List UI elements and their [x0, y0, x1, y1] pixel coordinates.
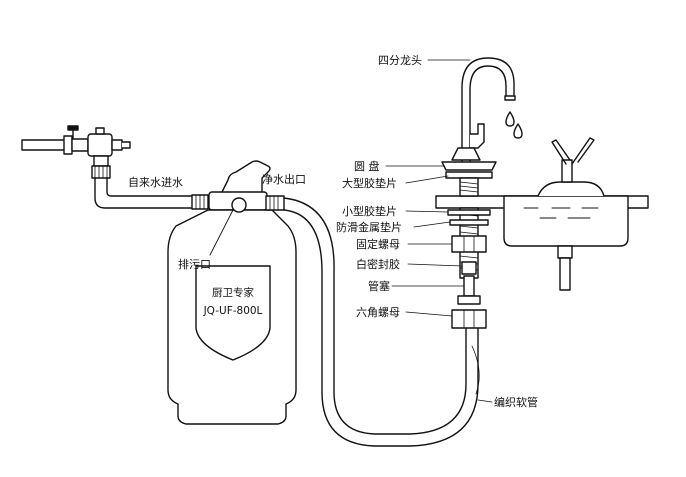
- leader-lines: [385, 59, 493, 403]
- label-small-rubber-gasket: 小型胶垫片: [342, 204, 397, 218]
- label-drain-outlet: 排污口: [178, 257, 211, 271]
- tank-brand-text: 厨卫专家: [212, 286, 254, 299]
- label-large-rubber-gasket: 大型胶垫片: [342, 176, 397, 190]
- label-fixing-nut: 固定螺母: [356, 237, 400, 251]
- label-faucet-type: 四分龙头: [378, 54, 422, 67]
- filter-tank: [167, 160, 297, 425]
- label-clean-water-outlet: 净水出口: [262, 172, 306, 186]
- label-round-plate: 圆 盘: [354, 159, 380, 173]
- label-anti-slip-metal-gasket: 防滑金属垫片: [336, 220, 402, 234]
- drain-knob: [231, 197, 247, 213]
- label-pipe-plug: 管塞: [368, 279, 390, 293]
- inlet-valve-assembly: [21, 125, 209, 210]
- label-hex-nut: 六角螺母: [356, 306, 400, 319]
- label-braided-hose: 编织软管: [494, 395, 538, 409]
- faucet-assembly: [441, 57, 523, 329]
- outlet-coupling: [265, 195, 285, 211]
- counter-slab: [435, 137, 649, 291]
- label-tap-water-inlet: 自来水进水: [128, 176, 183, 189]
- tank-model-text: JQ-UF-800L: [203, 305, 263, 317]
- label-white-sealant: 白密封胶: [356, 257, 400, 271]
- braided-hose: [283, 197, 480, 447]
